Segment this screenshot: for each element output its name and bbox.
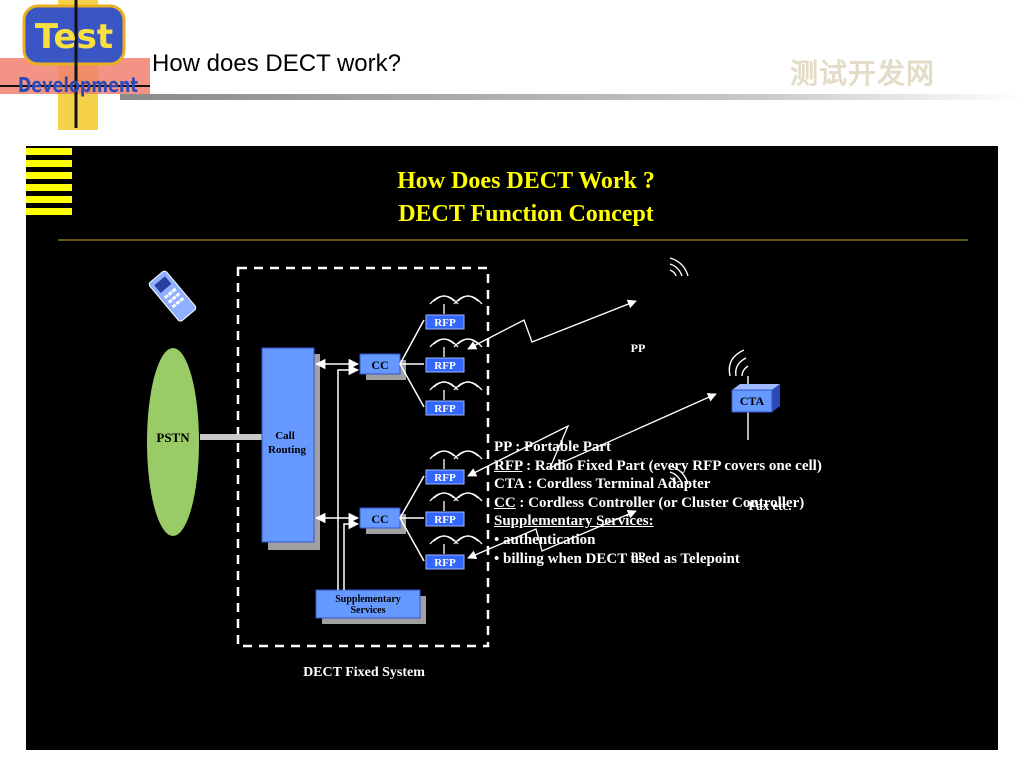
call-routing-label-2: Routing: [268, 444, 306, 456]
rfp-group: RFP RFP RFP RFP: [425, 295, 483, 570]
routing-cc-links: [314, 358, 360, 590]
legend-bullet-1: • authentication: [494, 531, 596, 548]
diagram-panel: How Does DECT Work ? DECT Function Conce…: [26, 146, 998, 750]
slide-heading-line2: DECT Function Concept: [398, 201, 654, 227]
pp-top-signal-icon: [669, 257, 689, 277]
radio-link-cta: [467, 393, 717, 477]
pp-bottom-label: PP: [631, 549, 646, 563]
legend-cc-def: : Cordless Controller (or Cluster Contro…: [515, 494, 805, 511]
legend-rfp-abbr: RFP: [494, 457, 523, 474]
rfp-5: RFP: [425, 492, 483, 527]
corner-stripes: [26, 148, 72, 215]
rfp-antenna-icon: [429, 295, 483, 305]
watermark: 测试开发网: [790, 57, 936, 90]
cc-bottom-label: CC: [371, 512, 388, 526]
legend-supp: Supplementary Services:: [494, 512, 822, 531]
legend-rfp-def: : Radio Fixed Part (every RFP covers one…: [522, 457, 822, 474]
legend-cc-abbr: CC: [494, 494, 516, 511]
rfp-antenna-icon: [429, 450, 483, 460]
dect-diagram: How Does DECT Work ? DECT Function Conce…: [26, 148, 968, 680]
rfp-5-label: RFP: [434, 514, 456, 526]
legend-rfp: RFP : Radio Fixed Part (every RFP covers…: [494, 457, 822, 476]
legend-pp-def: : Portable Part: [511, 439, 612, 455]
slide-heading-line1: How Does DECT Work ?: [397, 168, 655, 194]
rfp-2-label: RFP: [434, 360, 456, 372]
rfp-4-label: RFP: [434, 472, 456, 484]
logo-text-bottom: Development: [18, 73, 138, 97]
rfp-antenna-icon: [429, 535, 483, 545]
cc-rfp-links: [399, 319, 425, 562]
rfp-3-label: RFP: [434, 403, 456, 415]
radio-links: [467, 299, 717, 559]
pp-top-label: PP: [631, 341, 646, 355]
supplementary-box: [315, 589, 421, 619]
cta-label: CTA: [740, 394, 765, 408]
legend-supp-colon: :: [648, 513, 654, 530]
legend-cta-def: : Cordless Terminal Adapter: [523, 476, 711, 493]
rfp-6-label: RFP: [434, 557, 456, 569]
rfp-1-label: RFP: [434, 317, 456, 329]
legend-cc: CC : Cordless Controller (or Cluster Con…: [494, 494, 822, 513]
pstn-link: [200, 434, 262, 440]
legend-bullet-2: • billing when DECT used as Telepoint: [494, 550, 740, 567]
call-routing-label-1: Call: [275, 430, 295, 442]
legend-cta: CTA : Cordless Terminal Adapter: [494, 475, 822, 494]
header-rule: [120, 94, 1024, 100]
supplementary-label-2: Services: [351, 605, 386, 616]
test-development-logo: Test Development: [0, 0, 150, 130]
logo-text-top: Test: [35, 17, 113, 57]
legend: PP : Portable Part RFP : Radio Fixed Par…: [494, 438, 822, 568]
rfp-3: RFP: [425, 381, 483, 416]
radio-link-pp-top: [467, 299, 637, 350]
call-routing-box: [261, 347, 315, 543]
pstn-ellipse: [147, 348, 199, 536]
fax-label: Fax etc.: [748, 498, 791, 513]
rfp-2: RFP: [425, 338, 483, 373]
legend-pp: PP : Portable Part: [494, 438, 822, 457]
pp-bottom-signal-icon: [669, 465, 689, 485]
page-title: How does DECT work?: [152, 50, 401, 77]
rfp-antenna-icon: [429, 338, 483, 348]
legend-pp-abbr: PP: [494, 439, 512, 455]
legend-supp-title: Supplementary Services: [494, 513, 649, 530]
legend-cta-abbr: CTA: [494, 476, 524, 493]
rfp-antenna-icon: [429, 381, 483, 391]
supplementary-label-1: Supplementary: [335, 594, 401, 605]
handset-icon: [148, 270, 197, 322]
rfp-antenna-icon: [429, 492, 483, 502]
pstn-label: PSTN: [156, 430, 190, 445]
rfp-1: RFP: [425, 295, 483, 330]
dect-fixed-system-label: DECT Fixed System: [303, 665, 425, 680]
rfp-4: RFP: [425, 450, 483, 485]
rfp-6: RFP: [425, 535, 483, 570]
radio-link-pp-bottom: [467, 510, 637, 559]
cta-box: CTA: [731, 384, 780, 413]
cc-top-label: CC: [371, 358, 388, 372]
